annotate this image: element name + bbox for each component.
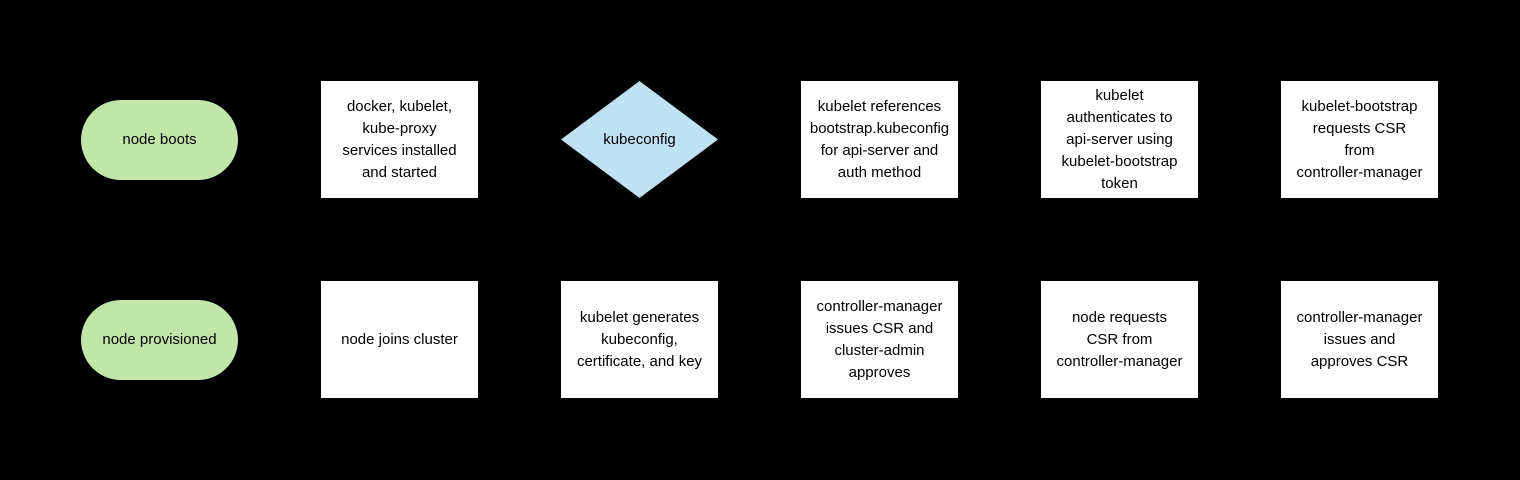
process-services-installed: docker, kubelet, kube-proxy services ins… (321, 81, 478, 198)
decision-kubeconfig: kubeconfig (561, 81, 718, 198)
terminator-node-provisioned: node provisioned (81, 300, 238, 380)
terminator-node-boots: node boots (81, 100, 238, 180)
process-kubelet-bootstrap-requests-csr: kubelet-bootstrap requests CSR from cont… (1281, 81, 1438, 198)
process-node-joins-cluster: node joins cluster (321, 281, 478, 398)
process-controller-manager-issues-csr: controller-manager issues CSR and cluste… (801, 281, 958, 398)
process-kubelet-references-bootstrap: kubelet references bootstrap.kubeconfig … (801, 81, 958, 198)
process-kubelet-generates: kubelet generates kubeconfig, certificat… (561, 281, 718, 398)
process-controller-manager-approves: controller-manager issues and approves C… (1281, 281, 1438, 398)
process-kubelet-authenticates: kubelet authenticates to api-server usin… (1041, 81, 1198, 198)
process-node-requests-csr: node requests CSR from controller-manage… (1041, 281, 1198, 398)
